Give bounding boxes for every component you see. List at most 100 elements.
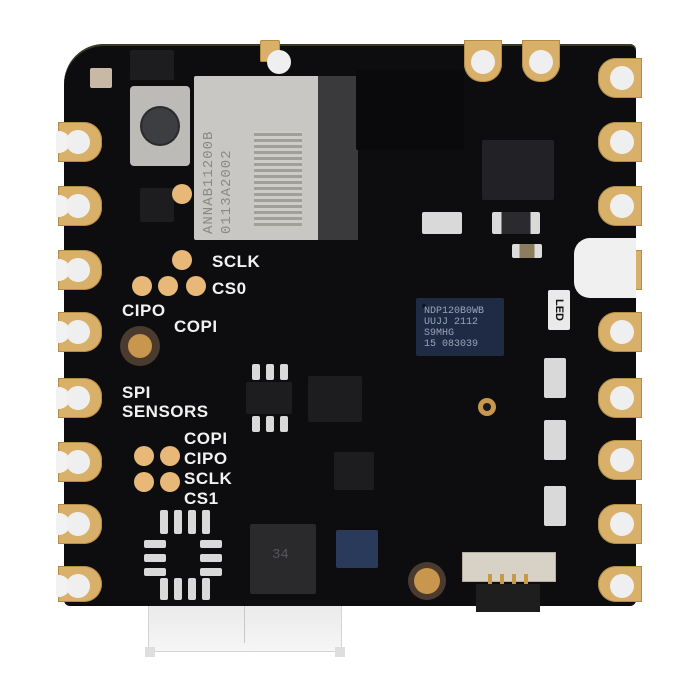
qfn-footprint-pin bbox=[160, 510, 168, 534]
sensor-ic bbox=[334, 452, 374, 490]
rf-shield bbox=[318, 76, 358, 240]
usb-tab-right bbox=[335, 647, 345, 657]
edge-pad-right-1 bbox=[598, 58, 642, 98]
qfn-footprint-pin bbox=[160, 578, 168, 600]
led-label: LED bbox=[553, 299, 565, 321]
edge-pad-right-8 bbox=[598, 504, 642, 544]
radio-module-marking-2: 0113A2002 bbox=[219, 149, 235, 234]
edge-pad-top-2 bbox=[522, 40, 560, 82]
connector-pin bbox=[500, 574, 504, 592]
connector-pin bbox=[512, 574, 516, 592]
datamatrix-code bbox=[254, 131, 302, 226]
qfn-chip-top-right bbox=[482, 140, 554, 200]
ndp-line-2: UUJJ 2112 bbox=[424, 317, 479, 328]
edge-pad-right-2 bbox=[598, 122, 642, 162]
sensor-pad-4 bbox=[160, 472, 180, 492]
led-label-box: LED bbox=[548, 290, 570, 330]
sensor-pad-3 bbox=[134, 472, 154, 492]
qfn-footprint-pin bbox=[200, 540, 222, 548]
small-ic-top bbox=[130, 50, 174, 80]
edge-pad-left-3 bbox=[56, 250, 102, 290]
sensor-pad-1 bbox=[134, 446, 154, 466]
ndp-line-4: 15 083039 bbox=[424, 339, 479, 350]
qfn-footprint-pin bbox=[200, 568, 222, 576]
qfn-footprint-pin bbox=[188, 510, 196, 534]
sot-pin bbox=[266, 364, 274, 380]
ndp-line-3: S9MHG bbox=[424, 328, 455, 339]
qfn-footprint-pin bbox=[144, 540, 166, 548]
connector-pin bbox=[524, 574, 528, 592]
label-sclk: SCLK bbox=[212, 252, 261, 271]
bottom-chip-marking: 34 bbox=[272, 547, 289, 563]
resistor bbox=[544, 358, 566, 398]
resistor bbox=[544, 486, 566, 526]
sot-pin bbox=[266, 416, 274, 432]
capacitor bbox=[512, 244, 542, 258]
header-pad-cipo bbox=[132, 276, 152, 296]
edge-pad-left-7 bbox=[56, 504, 102, 544]
qfn-chip-middle bbox=[308, 376, 362, 422]
button-cap[interactable] bbox=[142, 108, 178, 144]
qfn-footprint-pin bbox=[174, 578, 182, 600]
label-spi: SPI bbox=[122, 383, 151, 402]
sot-pin bbox=[252, 364, 260, 380]
usb-tab-left bbox=[145, 647, 155, 657]
resistor bbox=[544, 420, 566, 460]
label-sensors-cs1: CS1 bbox=[184, 489, 219, 508]
blue-sensor-chip bbox=[336, 530, 378, 568]
connector-latch[interactable] bbox=[476, 584, 540, 612]
sot-pin bbox=[280, 416, 288, 432]
test-pad bbox=[172, 184, 192, 204]
qfn-footprint-pin bbox=[188, 578, 196, 600]
radio-module-marking-1: ANNAB11200B bbox=[201, 130, 217, 234]
label-cs0: CS0 bbox=[212, 279, 247, 298]
rgb-led bbox=[90, 68, 112, 88]
header-pad-cs0 bbox=[186, 276, 206, 296]
edge-pad-right-6 bbox=[598, 378, 642, 418]
usb-connector bbox=[145, 598, 345, 657]
inductor-2 bbox=[492, 212, 540, 234]
sot-ic bbox=[246, 382, 292, 414]
ffc-connector[interactable] bbox=[462, 552, 556, 614]
label-sensors-sclk: SCLK bbox=[184, 469, 233, 488]
header-pad-1 bbox=[158, 276, 178, 296]
usb-seam bbox=[244, 603, 245, 643]
small-ic-left bbox=[140, 188, 174, 222]
edge-pad-left-4 bbox=[56, 312, 102, 352]
ground-plane-area bbox=[356, 70, 464, 150]
edge-pad-right-5 bbox=[598, 312, 642, 352]
qfn-footprint-pin bbox=[200, 554, 222, 562]
edge-pad-left-8 bbox=[56, 566, 102, 602]
qfn-footprint-pin bbox=[144, 568, 166, 576]
ndp-chip: NDP120B0WB UUJJ 2112 S9MHG 15 083039 bbox=[416, 298, 504, 356]
qfn-footprint-pin bbox=[174, 510, 182, 534]
qfn-footprint-pin bbox=[144, 554, 166, 562]
push-button[interactable] bbox=[130, 86, 190, 166]
edge-pad-left-2 bbox=[56, 186, 102, 226]
edge-pad-right-7 bbox=[598, 440, 642, 480]
edge-pad-top-small bbox=[260, 40, 291, 74]
label-copi: COPI bbox=[174, 317, 218, 336]
connector-pin bbox=[488, 574, 492, 592]
header-pad-sclk bbox=[172, 250, 192, 270]
ndp-line-1: NDP120B0WB bbox=[424, 306, 485, 317]
mounting-via bbox=[478, 398, 496, 416]
edge-pad-right-3 bbox=[598, 186, 642, 226]
sot-pin bbox=[252, 416, 260, 432]
qfn-footprint-pin bbox=[202, 510, 210, 534]
microphone-pad-bottom bbox=[408, 562, 446, 600]
label-sensors-cipo: CIPO bbox=[184, 449, 228, 468]
sot-pin bbox=[280, 364, 288, 380]
microphone-pad-left bbox=[120, 326, 160, 366]
silkscreen-bracket bbox=[574, 238, 636, 298]
edge-pad-left-5 bbox=[56, 378, 102, 418]
inductor bbox=[422, 212, 462, 234]
edge-pad-left-1 bbox=[56, 122, 102, 162]
bottom-chip: 34 bbox=[250, 524, 316, 594]
radio-module: ANNAB11200B 0113A2002 bbox=[194, 76, 358, 240]
connector-body bbox=[462, 552, 556, 582]
label-sensors-copi: COPI bbox=[184, 429, 228, 448]
qfn-footprint-pin bbox=[202, 578, 210, 600]
label-sensors: SENSORS bbox=[122, 402, 209, 421]
sensor-pad-2 bbox=[160, 446, 180, 466]
